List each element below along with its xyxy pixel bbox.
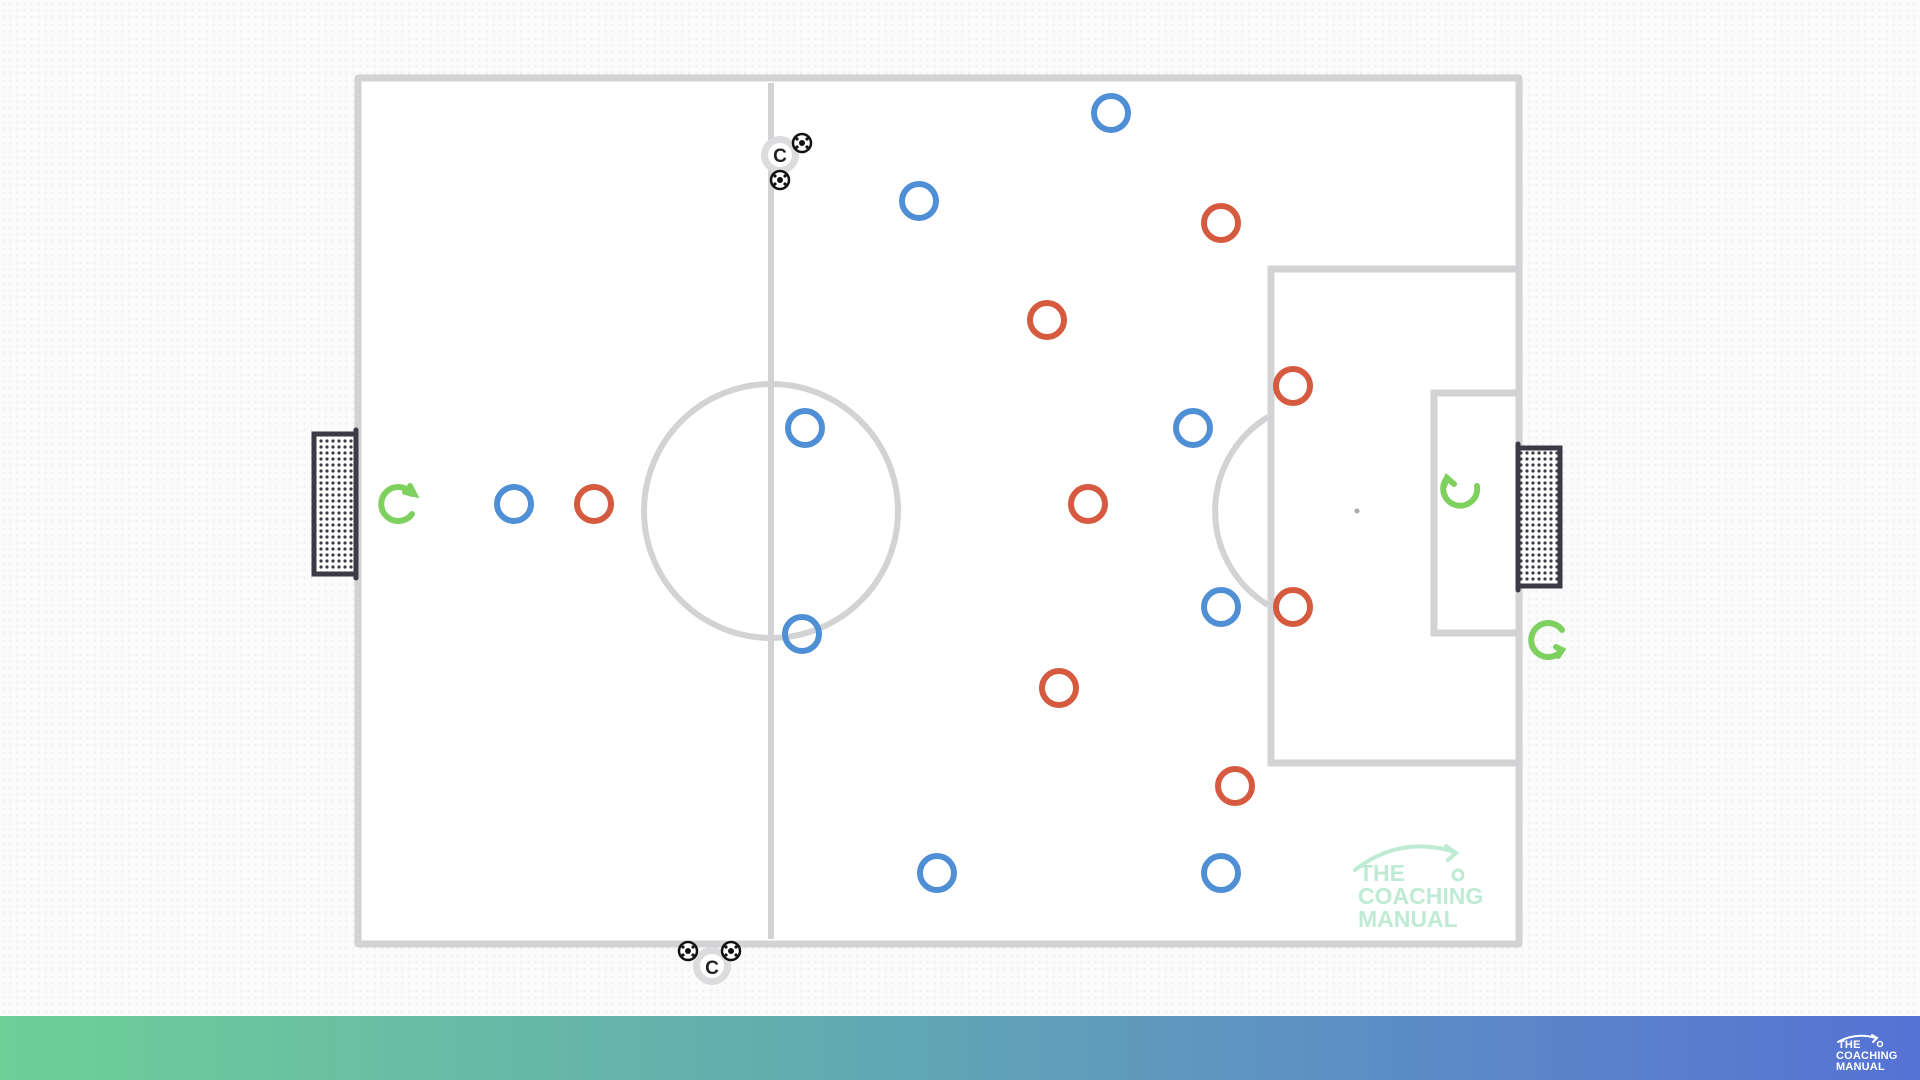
coach-label: C [773, 146, 787, 167]
coach-top[interactable]: C [761, 132, 813, 191]
player-blue[interactable] [1201, 853, 1241, 893]
watermark-arrow-icon [1353, 844, 1457, 872]
goalkeeper-right[interactable] [1440, 472, 1481, 509]
soccer-ball-icon [791, 132, 813, 154]
watermark-logo: THE COACHING MANUAL [1353, 844, 1483, 932]
player-blue[interactable] [917, 853, 957, 893]
player-red[interactable] [1201, 203, 1241, 243]
footer-logo: THE COACHING MANUAL [1832, 1030, 1910, 1074]
player-red[interactable] [1039, 668, 1079, 708]
goal-net [1515, 445, 1563, 589]
pitch [354, 74, 1523, 948]
player-red[interactable] [1273, 366, 1313, 406]
coach-label: C [705, 958, 719, 979]
team-red [574, 203, 1313, 806]
watermark-line-1: THE [1359, 860, 1405, 886]
center-circle [641, 381, 901, 641]
player-blue[interactable] [782, 614, 822, 654]
player-blue[interactable] [1201, 587, 1241, 627]
player-red[interactable] [1273, 587, 1313, 627]
goalkeepers [378, 472, 1567, 660]
pitch-boundary [354, 74, 1523, 948]
player-red[interactable] [574, 484, 614, 524]
player-blue[interactable] [785, 408, 825, 448]
coach-bottom[interactable]: C [677, 940, 742, 985]
player-red[interactable] [1068, 484, 1108, 524]
goalkeeper-left[interactable] [378, 483, 420, 524]
watermark-line-3: MANUAL [1358, 906, 1458, 932]
soccer-ball-icon [769, 169, 791, 191]
goal-left [311, 427, 359, 581]
goalkeeper-right-outside[interactable] [1528, 620, 1567, 660]
watermark-line-2: COACHING [1358, 883, 1483, 909]
footer-logo-line-3: MANUAL [1836, 1061, 1885, 1073]
soccer-ball-icon [720, 940, 742, 962]
penalty-arc [1212, 414, 1270, 608]
player-blue[interactable] [1173, 408, 1213, 448]
player-blue[interactable] [494, 484, 534, 524]
player-blue[interactable] [899, 181, 939, 221]
bottom-gradient-band [0, 1016, 1920, 1080]
penalty-spot [1354, 508, 1360, 514]
soccer-ball-icon [677, 940, 699, 962]
player-red[interactable] [1215, 766, 1255, 806]
footer-logo-arrow-icon [1837, 1034, 1884, 1048]
footer-logo-line-2: COACHING [1836, 1050, 1898, 1062]
team-blue [494, 93, 1241, 893]
goal-right [1515, 441, 1563, 593]
goal-net [311, 431, 359, 577]
footer-logo-line-1: THE [1838, 1039, 1861, 1051]
player-blue[interactable] [1091, 93, 1131, 133]
player-red[interactable] [1027, 300, 1067, 340]
